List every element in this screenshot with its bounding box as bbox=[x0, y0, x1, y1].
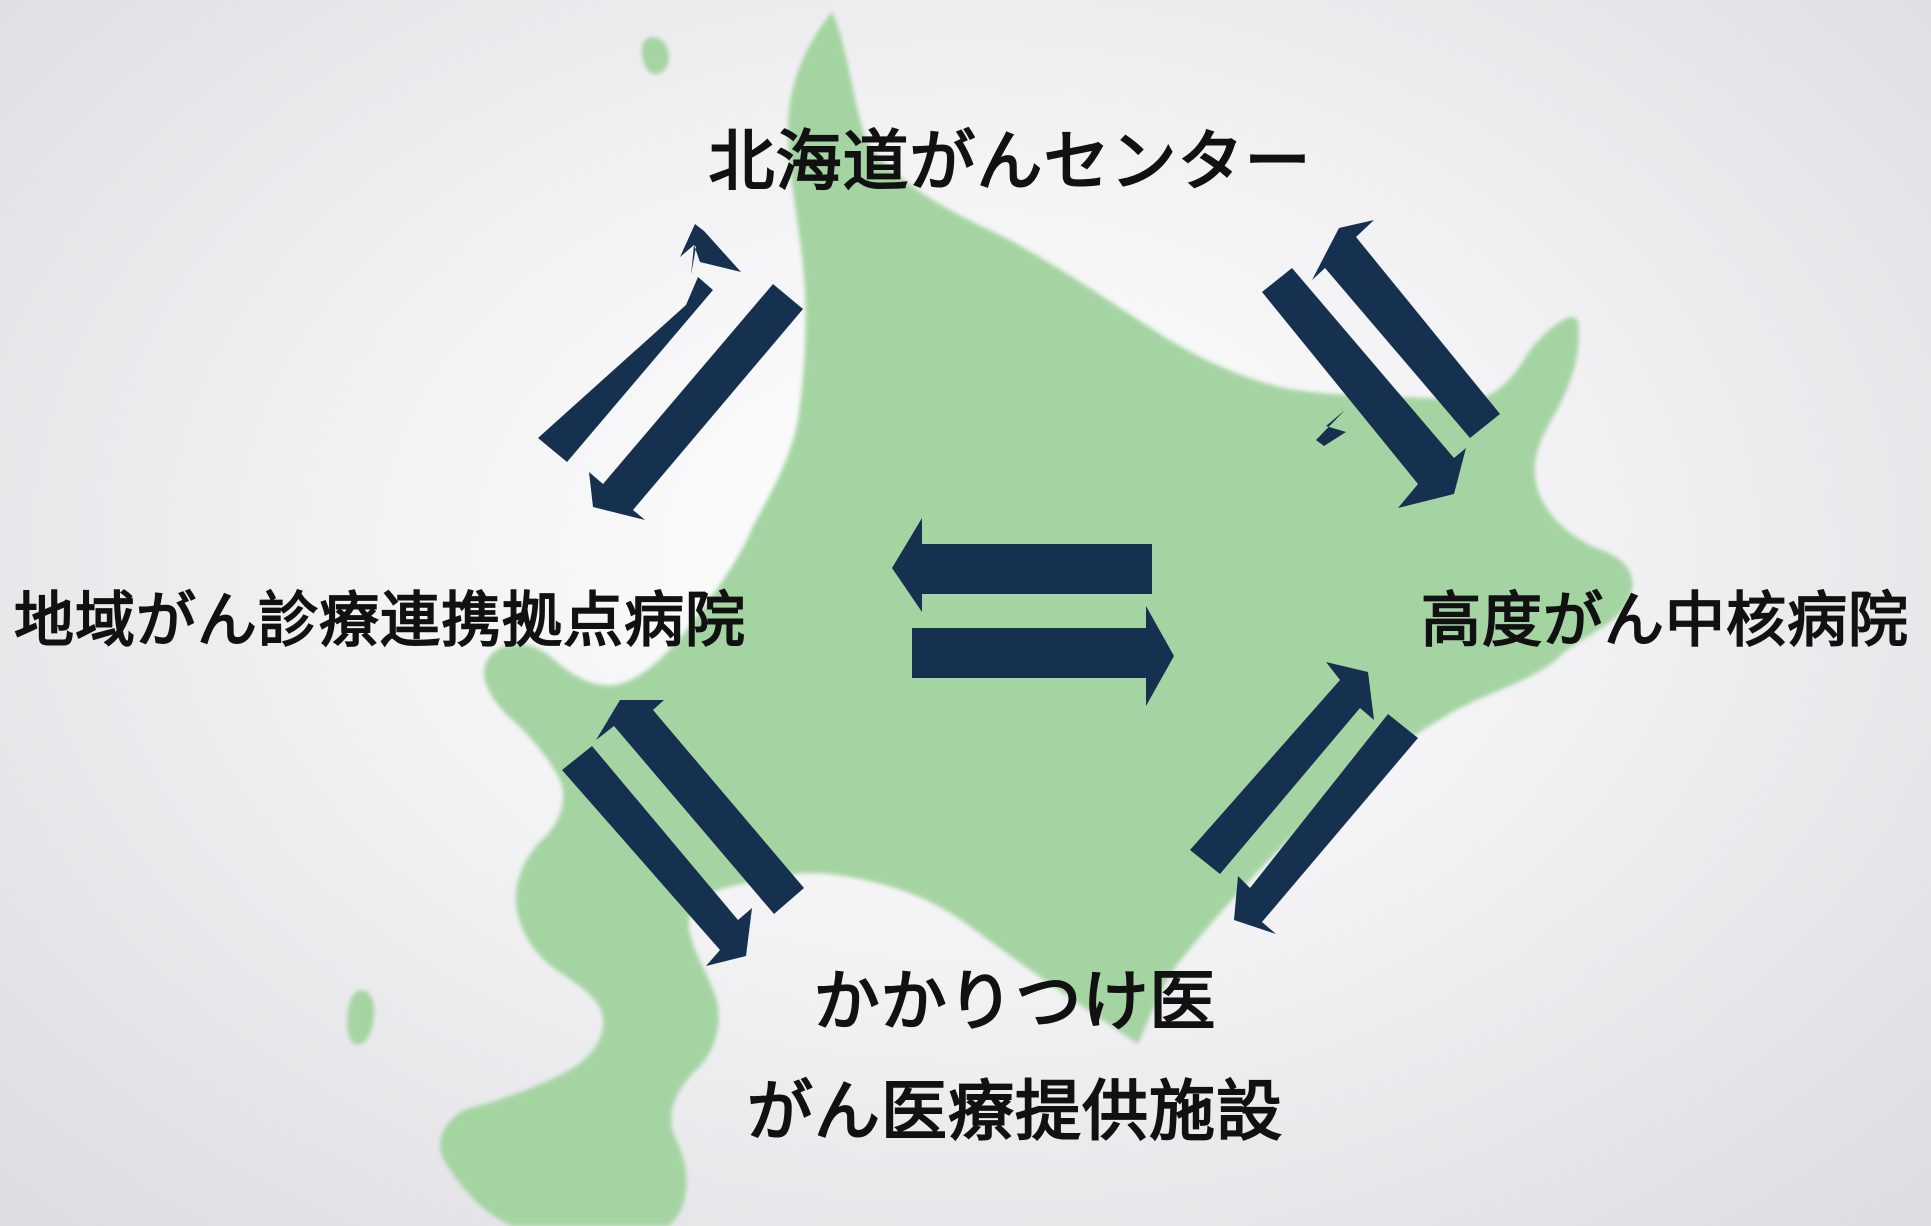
node-cancer-care-facility: がん医療提供施設 bbox=[747, 1073, 1283, 1150]
rishiri-island bbox=[641, 37, 669, 75]
okushiri-island bbox=[347, 990, 375, 1045]
node-hokkaido-cancer-center: 北海道がんセンター bbox=[708, 123, 1312, 200]
arrows bbox=[538, 220, 1500, 966]
node-advanced-cancer-core-hospital: 高度がん中核病院 bbox=[1421, 586, 1909, 656]
arrow-left-to-bottom bbox=[562, 746, 752, 966]
arrow-center-to-left bbox=[892, 518, 1152, 612]
arrow-top-to-right bbox=[1262, 268, 1466, 508]
arrow-bottom-to-right bbox=[1190, 662, 1374, 874]
arrow-bottom-to-left bbox=[596, 700, 804, 914]
hokkaido-map bbox=[347, 12, 1633, 1226]
arrow-left-to-top bbox=[538, 224, 741, 462]
arrow-top-to-left bbox=[589, 284, 803, 520]
node-family-doctor: かかりつけ医 bbox=[813, 963, 1217, 1040]
node-regional-cancer-hospital: 地域がん診療連携拠点病院 bbox=[14, 586, 746, 656]
arrow-center-to-right bbox=[912, 606, 1174, 706]
arrow-right-to-top bbox=[1312, 220, 1500, 446]
hokkaido-mainland bbox=[440, 12, 1633, 1226]
arrow-right-to-bottom bbox=[1234, 714, 1418, 934]
